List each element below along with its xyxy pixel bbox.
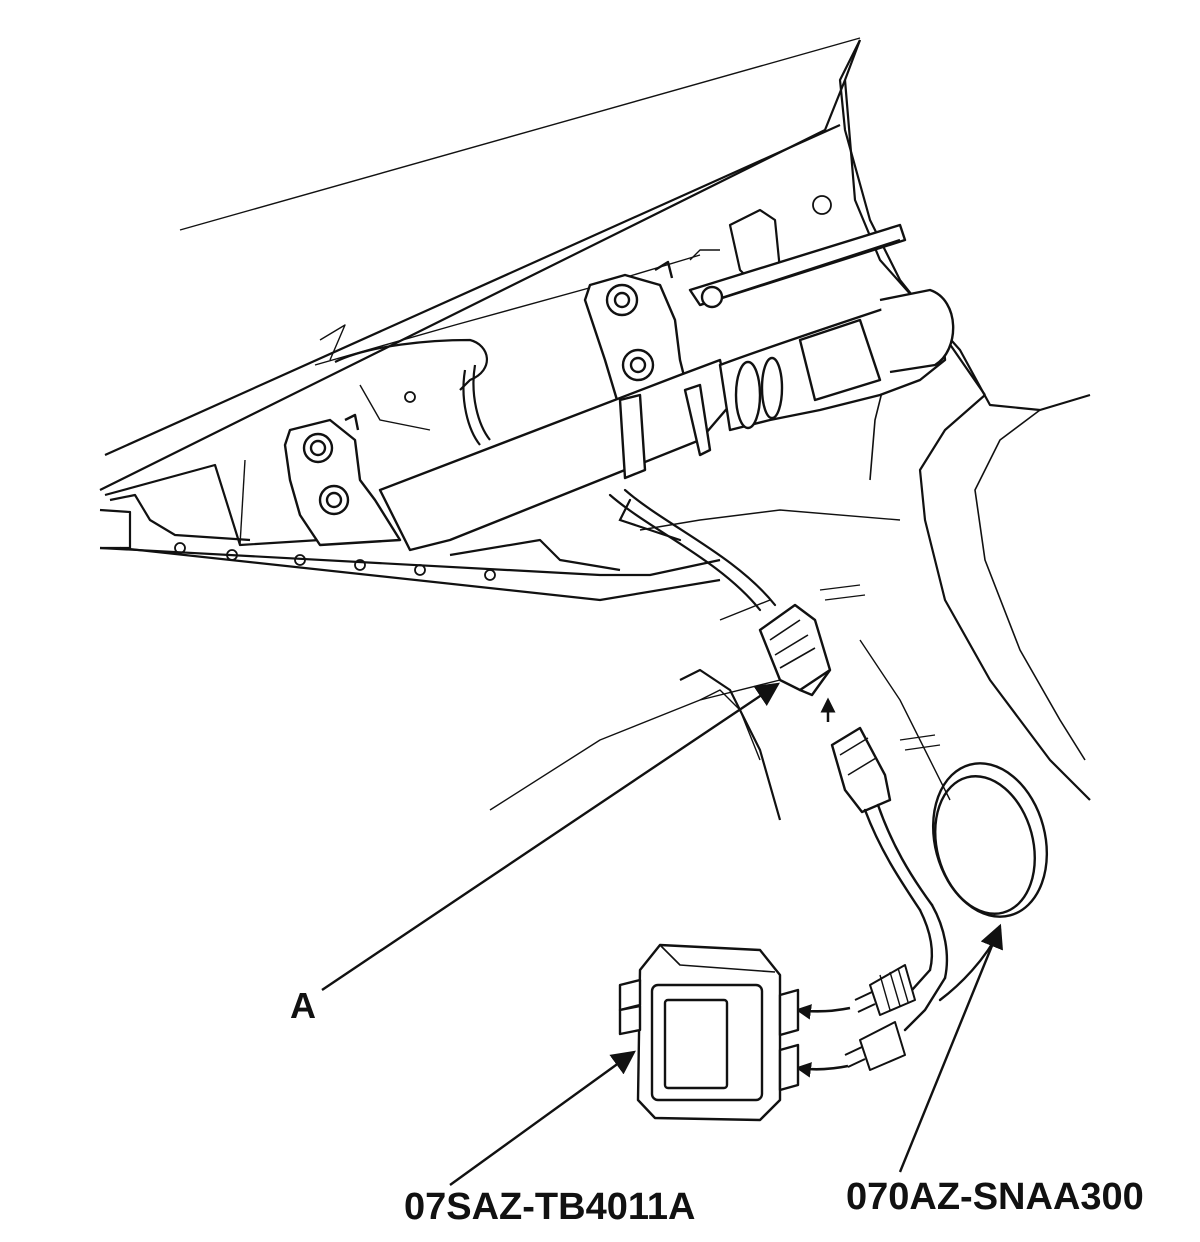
inflator-tube [378,223,955,552]
mounting-bracket-left [283,413,402,547]
rail-holes [174,195,832,581]
leader-harness [898,923,1003,1173]
test-harness-connector [830,726,892,814]
roof-rail-panel [99,37,1091,821]
plug-insert-arrows [795,1004,851,1078]
vehicle-harness [608,488,777,612]
connector-a [758,603,832,697]
callout-label-dummy-tool: 07SAZ-TB4011A [404,1186,696,1228]
callout-leader-lines [321,682,1003,1186]
harness-plugs [844,964,916,1071]
callout-label-test-harness: 070AZ-SNAA300 [846,1176,1144,1218]
dummy-inflator-box [618,943,800,1122]
mounting-bracket-right [583,260,692,412]
leader-tool [449,1050,636,1186]
hose-clip [334,338,491,446]
callout-label-connector-a: A [290,985,316,1026]
leader-a [321,682,780,991]
